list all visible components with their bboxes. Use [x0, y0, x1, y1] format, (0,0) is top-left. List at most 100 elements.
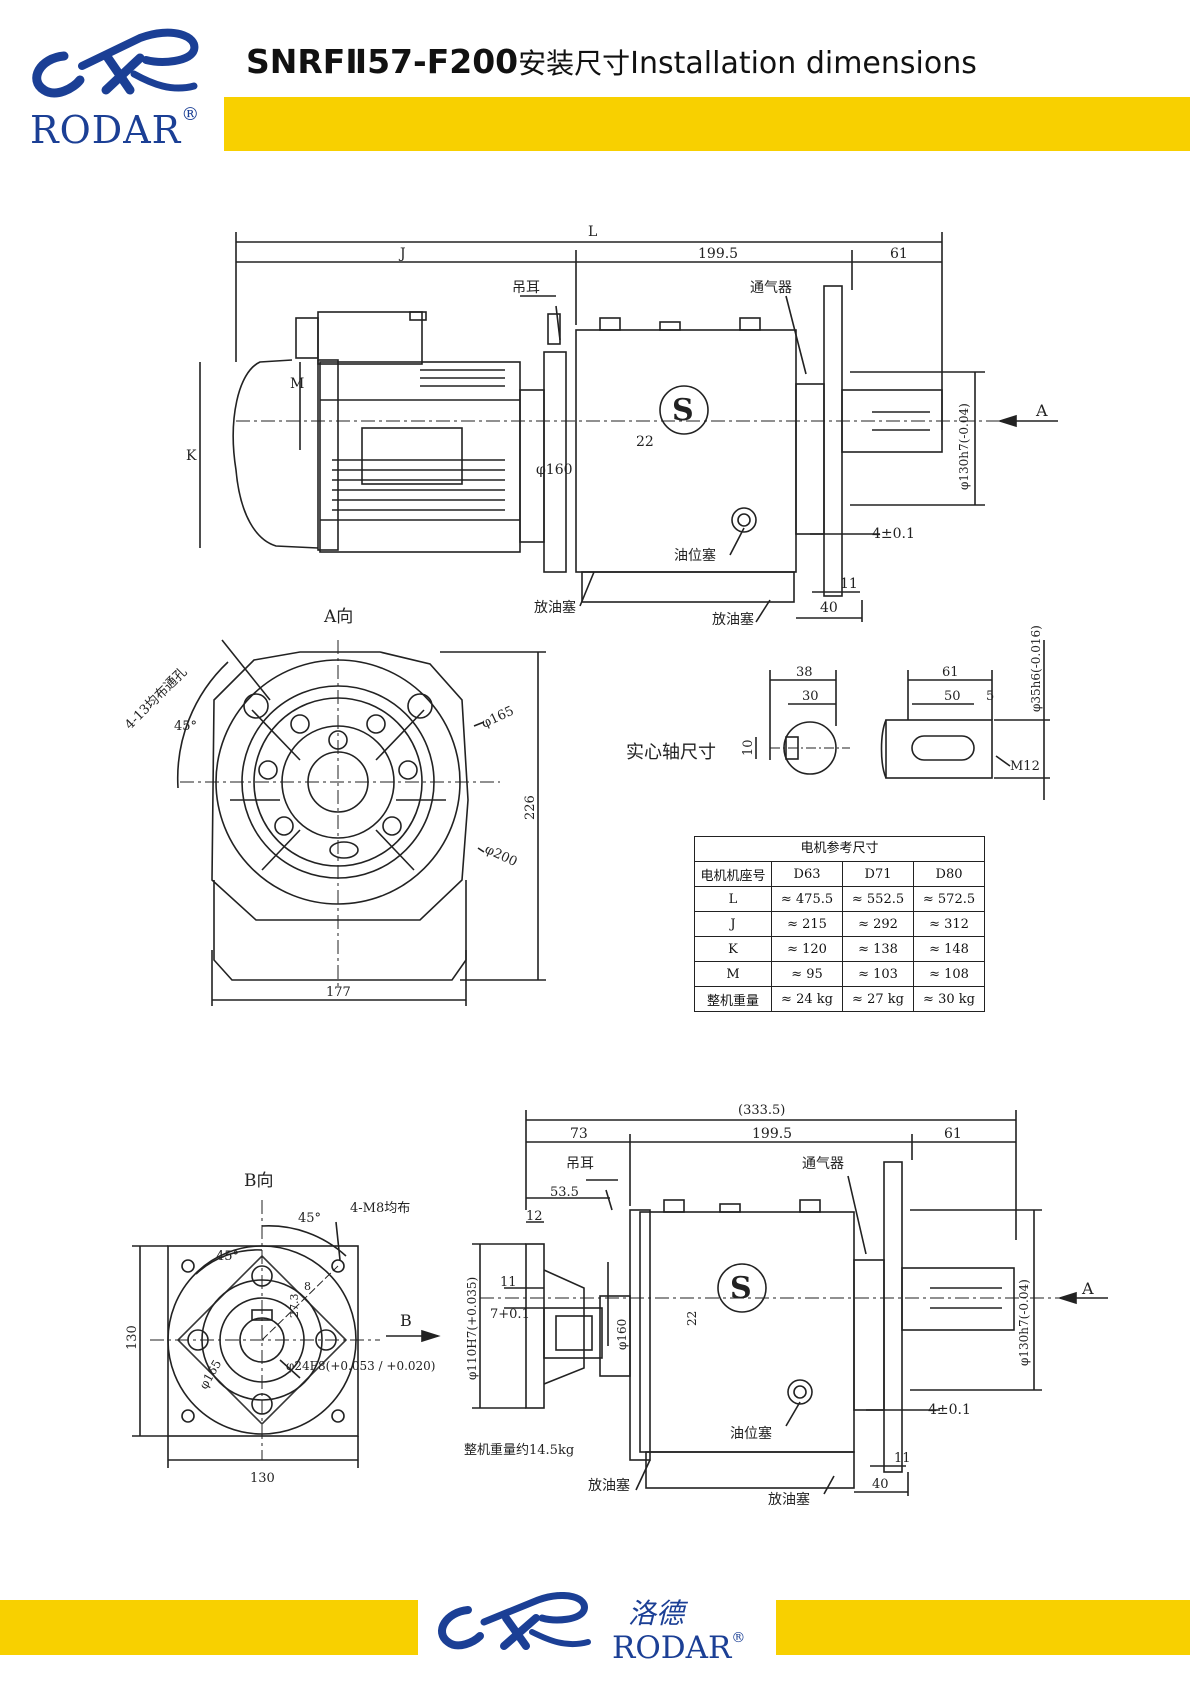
table-cell: ≈ 30 kg — [913, 986, 985, 1012]
dim-12: 12 — [526, 1209, 543, 1224]
dim-phi160: φ160 — [536, 462, 573, 478]
dim-22: 22 — [636, 434, 654, 450]
rodar-logo-mark — [32, 28, 199, 98]
angle-45: 45° — [174, 719, 197, 734]
model-code: SNRFⅡ57-F200 — [246, 42, 519, 81]
angle-45b: 45° — [216, 1249, 239, 1264]
footer-brand-wordmark: RODAR® — [612, 1630, 746, 1666]
dim-8: 8 — [304, 1280, 311, 1293]
dim-11b: 11 — [894, 1451, 911, 1466]
label-drain-plug-2: 放油塞 — [712, 611, 754, 628]
shaft-10: 10 — [741, 739, 756, 756]
dim-199-5: 199.5 — [698, 246, 738, 262]
footer-accent-bar-right — [776, 1600, 1190, 1655]
table-cell: ≈ 27 kg — [842, 986, 914, 1012]
dim-K: K — [186, 448, 197, 464]
view-a-label: A向 — [323, 607, 353, 627]
dim-11: 11 — [840, 576, 858, 592]
motor-reference-table: 电机参考尺寸 电机机座号 D63 D71 D80 L ≈ 475.5 ≈ 552… — [694, 836, 985, 1012]
dim-61: 61 — [890, 246, 908, 262]
weight-note: 整机重量约14.5kg — [464, 1442, 574, 1458]
dim-40: 40 — [820, 600, 838, 616]
dim-phi130-b: φ130h7(-0.04) — [1017, 1279, 1031, 1366]
footer-brand-cn: 洛德 — [628, 1597, 685, 1630]
table-cell: ≈ 312 — [913, 911, 985, 937]
table-cell: ≈ 552.5 — [842, 886, 914, 912]
dim-phi24: φ24F8(+0.053 / +0.020) — [286, 1359, 435, 1373]
label-drain-plug-1: 放油塞 — [534, 599, 576, 616]
dim-M: M — [290, 376, 304, 392]
table-row: L ≈ 475.5 ≈ 552.5 ≈ 572.5 — [694, 886, 985, 912]
footer-logo-mark — [438, 1592, 591, 1650]
table-cell: ≈ 120 — [771, 936, 843, 962]
shaft-50: 50 — [944, 689, 961, 704]
dim-22-b: 22 — [685, 1311, 699, 1326]
holes-note-b: 4-M8均布 — [350, 1201, 410, 1216]
table-cell: ≈ 95 — [771, 961, 843, 987]
dim-phi160-b: φ160 — [615, 1319, 629, 1350]
title-cn: 安装尺寸 — [518, 47, 631, 80]
label-oil-level-plug: 油位塞 — [674, 547, 716, 564]
arrow-b-label: B — [400, 1311, 412, 1330]
dim-phi165: φ165 — [479, 704, 516, 732]
shaft-30: 30 — [802, 689, 819, 704]
dim-27-3: 27.3 — [288, 1294, 301, 1319]
brand-wordmark: RODAR® — [30, 104, 201, 152]
label-drain-plug-b1: 放油塞 — [588, 1477, 630, 1494]
angle-45a: 45° — [298, 1211, 321, 1226]
page-title: SNRFⅡ57-F200安装尺寸Installation dimensions — [246, 42, 977, 82]
dim-61-b: 61 — [944, 1126, 962, 1142]
table-cell: ≈ 475.5 — [771, 886, 843, 912]
dim-226: 226 — [523, 795, 538, 820]
table-cell: ≈ 108 — [913, 961, 985, 987]
label-breather: 通气器 — [750, 280, 792, 296]
dim-40-b: 40 — [872, 1477, 889, 1492]
table-cell: K — [694, 936, 772, 962]
table-row: 整机重量 ≈ 24 kg ≈ 27 kg ≈ 30 kg — [694, 986, 985, 1012]
table-cell: ≈ 103 — [842, 961, 914, 987]
shaft-m12: M12 — [1010, 759, 1040, 774]
shaft-phi35: φ35h6(-0.016) — [1029, 625, 1043, 712]
label-lifting-eye-b: 吊耳 — [566, 1156, 594, 1172]
dim-L: L — [588, 224, 597, 240]
table-header-row: 电机机座号 D63 D71 D80 — [694, 861, 985, 887]
dim-phi130: φ130h7(-0.04) — [957, 403, 971, 490]
dim-4: 4±0.1 — [872, 526, 915, 542]
dim-7: 7+0.1 — [490, 1307, 530, 1322]
dim-130-h: 130 — [250, 1471, 275, 1486]
table-cell: M — [694, 961, 772, 987]
dim-J: J — [398, 246, 406, 262]
dim-53-5: 53.5 — [550, 1185, 579, 1200]
table-cell: ≈ 215 — [771, 911, 843, 937]
table-cell: ≈ 148 — [913, 936, 985, 962]
title-en: Installation dimensions — [630, 46, 977, 81]
arrow-a-label: A — [1035, 401, 1048, 420]
table-caption: 电机参考尺寸 — [694, 836, 985, 861]
dim-4-b: 4±0.1 — [928, 1402, 971, 1418]
table-cell: J — [694, 911, 772, 937]
header-accent-bar — [224, 97, 1190, 151]
dim-73: 73 — [570, 1126, 588, 1142]
table-header-cell: D71 — [842, 861, 914, 887]
table-header-cell: 电机机座号 — [694, 861, 772, 887]
table-row: J ≈ 215 ≈ 292 ≈ 312 — [694, 911, 985, 937]
dim-11a: 11 — [500, 1275, 517, 1290]
table-cell: ≈ 24 kg — [771, 986, 843, 1012]
dim-199-5-b: 199.5 — [752, 1126, 792, 1142]
label-lifting-eye: 吊耳 — [512, 280, 540, 296]
table-header-cell: D80 — [913, 861, 985, 887]
shaft-61: 61 — [942, 665, 959, 680]
dim-333-5: (333.5) — [738, 1103, 785, 1118]
s-logo-top: S — [672, 393, 694, 428]
dim-177: 177 — [326, 985, 351, 1000]
table-row: M ≈ 95 ≈ 103 ≈ 108 — [694, 961, 985, 987]
s-logo-bottom: S — [730, 1271, 752, 1306]
view-b-label: B向 — [244, 1171, 274, 1191]
table-cell: ≈ 138 — [842, 936, 914, 962]
footer-accent-bar-left — [0, 1600, 418, 1655]
table-cell: ≈ 572.5 — [913, 886, 985, 912]
dim-130-v: 130 — [125, 1325, 140, 1350]
label-oil-level-plug-b: 油位塞 — [730, 1425, 772, 1442]
table-row: K ≈ 120 ≈ 138 ≈ 148 — [694, 936, 985, 962]
